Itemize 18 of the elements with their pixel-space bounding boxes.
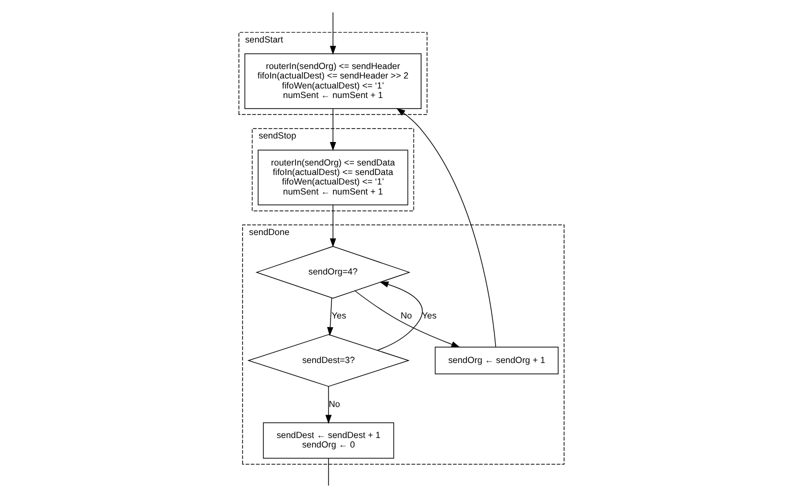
- arrow: [329, 12, 336, 55]
- node-box: routerIn(sendOrg) <= sendHeader fifoIn(actualDest) <= sendHeader >> 2 fifoWen(actualDest) <= ‘1’ numSent ← numSent + 1: [244, 53, 421, 109]
- arrow: [329, 108, 336, 151]
- arrow: [354, 290, 460, 348]
- node-box: sendOrg ← sendOrg + 1: [434, 346, 558, 374]
- edge-label: No: [328, 398, 340, 409]
- arrow: [329, 204, 336, 248]
- node-box: routerIn(sendOrg) <= sendData fifoIn(actualDest) <= sendData fifoWen(actualDest) <= ‘1’ numSent ← numSent + 1: [257, 150, 408, 206]
- node-diamond: sendDest=3?: [246, 334, 410, 387]
- arrow: [326, 298, 333, 336]
- edge-label: Yes: [331, 310, 346, 321]
- node-box: sendDest ← sendDest + 1 sendOrg ← 0: [262, 422, 394, 459]
- edge-label: No: [400, 310, 412, 321]
- edge-label: Yes: [422, 310, 436, 321]
- arrow: [324, 386, 332, 424]
- arrow: [396, 108, 496, 348]
- arrow: [376, 281, 422, 351]
- node-diamond: sendOrg=4?: [255, 246, 410, 299]
